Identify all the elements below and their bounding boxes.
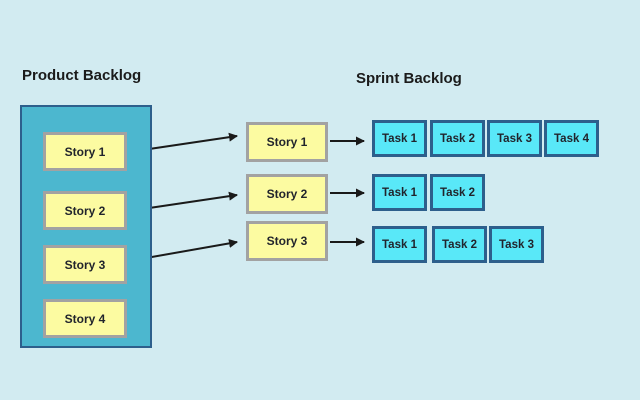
product-story-1: Story 1 <box>43 132 127 171</box>
product-story-4: Story 4 <box>43 299 127 338</box>
sprint-story1-task-2: Task 2 <box>430 120 485 157</box>
sprint-backlog-heading: Sprint Backlog <box>356 70 462 87</box>
sprint-story2-task-2: Task 2 <box>430 174 485 211</box>
product-story-2: Story 2 <box>43 191 127 230</box>
sprint-story3-task-2: Task 2 <box>432 226 487 263</box>
product-story-3: Story 3 <box>43 245 127 284</box>
sprint-story-1: Story 1 <box>246 122 328 162</box>
sprint-story3-task-1: Task 1 <box>372 226 427 263</box>
product-backlog-heading: Product Backlog <box>22 67 142 84</box>
sprint-story3-task-3: Task 3 <box>489 226 544 263</box>
sprint-story1-task-3: Task 3 <box>487 120 542 157</box>
sprint-story-3: Story 3 <box>246 221 328 261</box>
sprint-story-2: Story 2 <box>246 174 328 214</box>
sprint-story1-task-4: Task 4 <box>544 120 599 157</box>
sprint-story1-task-1: Task 1 <box>372 120 427 157</box>
sprint-story2-task-1: Task 1 <box>372 174 427 211</box>
